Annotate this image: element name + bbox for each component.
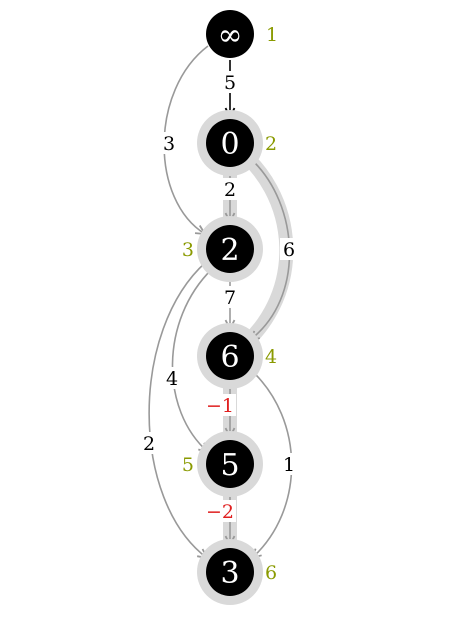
node-circle-3 [206,548,254,596]
node-2: 2 3 [182,216,263,282]
node-label-5: 5 [220,448,239,483]
node-inf: ∞ 1 [206,10,278,58]
weight-6-to-5: −1 [206,395,234,417]
weight-inf-to-2: 3 [163,133,175,155]
node-order-0: 2 [265,133,277,155]
weight-5-to-3: −2 [206,501,234,523]
node-circle-5 [206,440,254,488]
node-label-6: 6 [220,340,239,375]
node-order-6: 4 [265,346,277,368]
node-5: 5 5 [182,431,263,497]
node-circle-6 [206,332,254,380]
edge-2-to-3 [148,261,207,558]
weight-6-to-3: 1 [283,454,295,476]
edge-2-to-5 [171,268,213,452]
node-label-2: 2 [220,233,239,268]
node-circle-2 [206,225,254,273]
edge-weights: 5 3 2 6 7 4 2 −1 1 −2 [140,71,298,523]
node-order-inf: 1 [266,24,278,46]
weight-inf-to-0: 5 [224,72,236,94]
weight-2-to-5: 4 [166,368,178,390]
node-circle-0 [206,119,254,167]
weight-0-to-6: 6 [283,239,295,261]
nodes: ∞ 1 0 2 2 3 6 4 [182,10,278,605]
weight-0-to-2: 2 [224,179,236,201]
node-6: 6 4 [197,323,277,389]
node-label-0: 0 [220,127,239,162]
node-order-2: 3 [182,239,194,261]
node-circle-inf [206,10,254,58]
node-0: 0 2 [197,110,277,176]
weight-2-to-6: 7 [224,287,236,309]
node-3: 3 6 [197,539,277,605]
node-order-5: 5 [182,454,194,476]
weight-2-to-3: 2 [143,433,155,455]
node-order-3: 6 [265,562,277,584]
node-label-3: 3 [220,556,239,591]
node-label-inf: ∞ [218,18,243,53]
